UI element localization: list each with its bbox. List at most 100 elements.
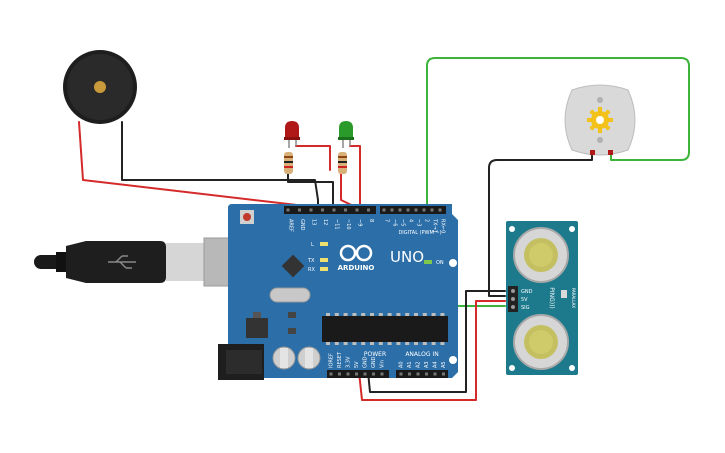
power-pin-hole[interactable] (346, 372, 350, 376)
sensor-smd-part (561, 290, 567, 298)
digital-pin-hole[interactable] (382, 208, 386, 212)
analog-pin-hole[interactable] (408, 372, 411, 376)
wire-sensor-5v[interactable] (358, 300, 506, 401)
chip-leg (361, 342, 366, 345)
digital-pin-label: AREF (288, 219, 294, 232)
led-rx (320, 267, 328, 271)
power-pin-label: GND (371, 356, 377, 368)
chip-leg (396, 342, 401, 345)
power-pin-hole[interactable] (338, 372, 341, 376)
led-red-assembly[interactable] (284, 121, 300, 174)
atmega-chip-legs (326, 313, 445, 345)
chip-leg (378, 313, 383, 316)
ultrasonic-sensor[interactable]: GND 5V SIG PING))) PARALLAX (506, 221, 578, 375)
chip-leg (387, 313, 392, 316)
capacitor-1-stripe (280, 348, 288, 368)
digital-pin-hole[interactable] (438, 208, 442, 212)
board-mount-hole-3 (449, 356, 457, 364)
digital-pin-hole[interactable] (355, 208, 359, 212)
digital-pin-label: 13 (311, 219, 317, 225)
analog-pin-hole[interactable] (416, 372, 420, 376)
chip-leg (440, 342, 445, 345)
wire-led-green-anode[interactable] (349, 145, 361, 213)
led-green-assembly[interactable] (338, 121, 354, 174)
reset-button[interactable] (243, 213, 251, 221)
digital-pin-hole[interactable] (430, 208, 434, 212)
usb-cable[interactable] (34, 237, 265, 287)
chip-leg (352, 313, 357, 316)
digital-pin-hole[interactable] (332, 208, 336, 212)
digital-pin-label: TX→1 (432, 218, 438, 233)
motor-terminal-right (608, 150, 613, 155)
analog-pin-hole[interactable] (433, 372, 437, 376)
led-green (339, 121, 353, 138)
chip-leg (343, 342, 348, 345)
wire-motor-green[interactable] (426, 57, 690, 213)
digital-pin-hole[interactable] (422, 208, 426, 212)
analog-pin-hole[interactable] (442, 372, 445, 376)
digital-pin-hole[interactable] (367, 208, 370, 212)
sensor-pin-5v[interactable] (511, 297, 515, 301)
digital-pin-hole[interactable] (286, 208, 290, 212)
sensor-gnd-label: GND (521, 289, 533, 295)
power-pin-hole[interactable] (380, 372, 384, 376)
power-pin-label: GND (363, 356, 369, 368)
analog-pin-hole[interactable] (399, 372, 403, 376)
model-label: UNO (390, 248, 424, 266)
resistor-red-band1 (284, 156, 293, 158)
digital-pin-holes (286, 208, 442, 212)
analog-label: ANALOG IN (405, 351, 438, 358)
digital-pin-hole[interactable] (398, 208, 402, 212)
power-pin-label: RESET (337, 351, 343, 368)
wire-led-red-anode[interactable] (295, 145, 331, 171)
wire-motor-black[interactable] (488, 153, 593, 297)
analog-pin-label: A4 (433, 361, 439, 368)
digital-pin-label: 4 (408, 219, 414, 222)
analog-pin-hole[interactable] (425, 372, 428, 376)
piezo-buzzer[interactable] (63, 50, 137, 124)
sensor-pin-gnd[interactable] (511, 289, 515, 293)
brand-label: ARDUINO (338, 264, 375, 272)
dc-motor[interactable] (564, 84, 636, 156)
sensor-side-text: PARALLAX (571, 288, 576, 309)
led-tx (320, 258, 328, 262)
motor-gear-icon (587, 107, 613, 133)
digital-pin-hole[interactable] (321, 208, 324, 212)
digital-pin-hole[interactable] (344, 208, 347, 212)
power-pin-hole[interactable] (355, 372, 358, 376)
chip-leg (431, 342, 436, 345)
power-pin-hole[interactable] (372, 372, 375, 376)
digital-pin-hole[interactable] (406, 208, 410, 212)
sensor-pin-sig[interactable] (511, 305, 515, 309)
wire-led-red[interactable] (287, 171, 334, 213)
digital-pin-hole[interactable] (309, 208, 313, 212)
led-on (424, 260, 432, 264)
sensor-sig-label: SIG (521, 305, 530, 311)
chip-leg (361, 313, 366, 316)
power-pin-hole[interactable] (329, 372, 333, 376)
sensor-mount-hole-3 (509, 365, 515, 371)
digital-pin-label: 12 (322, 219, 328, 225)
analog-pin-label: A1 (407, 361, 413, 368)
usb-chip (281, 254, 305, 278)
smd-part-2 (288, 328, 296, 334)
digital-pin-hole[interactable] (298, 208, 301, 212)
digital-pin-hole[interactable] (390, 208, 394, 212)
voltage-regulator-tab (253, 312, 261, 318)
chip-leg (405, 313, 410, 316)
chip-leg (370, 313, 374, 316)
digital-pin-hole[interactable] (414, 208, 418, 212)
wire-sensor-gnd[interactable] (367, 290, 506, 393)
wire-buzzer-red[interactable] (78, 121, 345, 211)
power-pin-hole[interactable] (363, 372, 367, 376)
led-rx-label: RX (308, 267, 315, 273)
usb-cable-collar (56, 252, 66, 272)
chip-leg (326, 313, 330, 316)
led-green-base (338, 137, 354, 140)
digital-pin-label: RX←0 (440, 219, 446, 233)
chip-leg (326, 342, 330, 345)
led-red (285, 121, 299, 138)
chip-leg (422, 342, 427, 345)
